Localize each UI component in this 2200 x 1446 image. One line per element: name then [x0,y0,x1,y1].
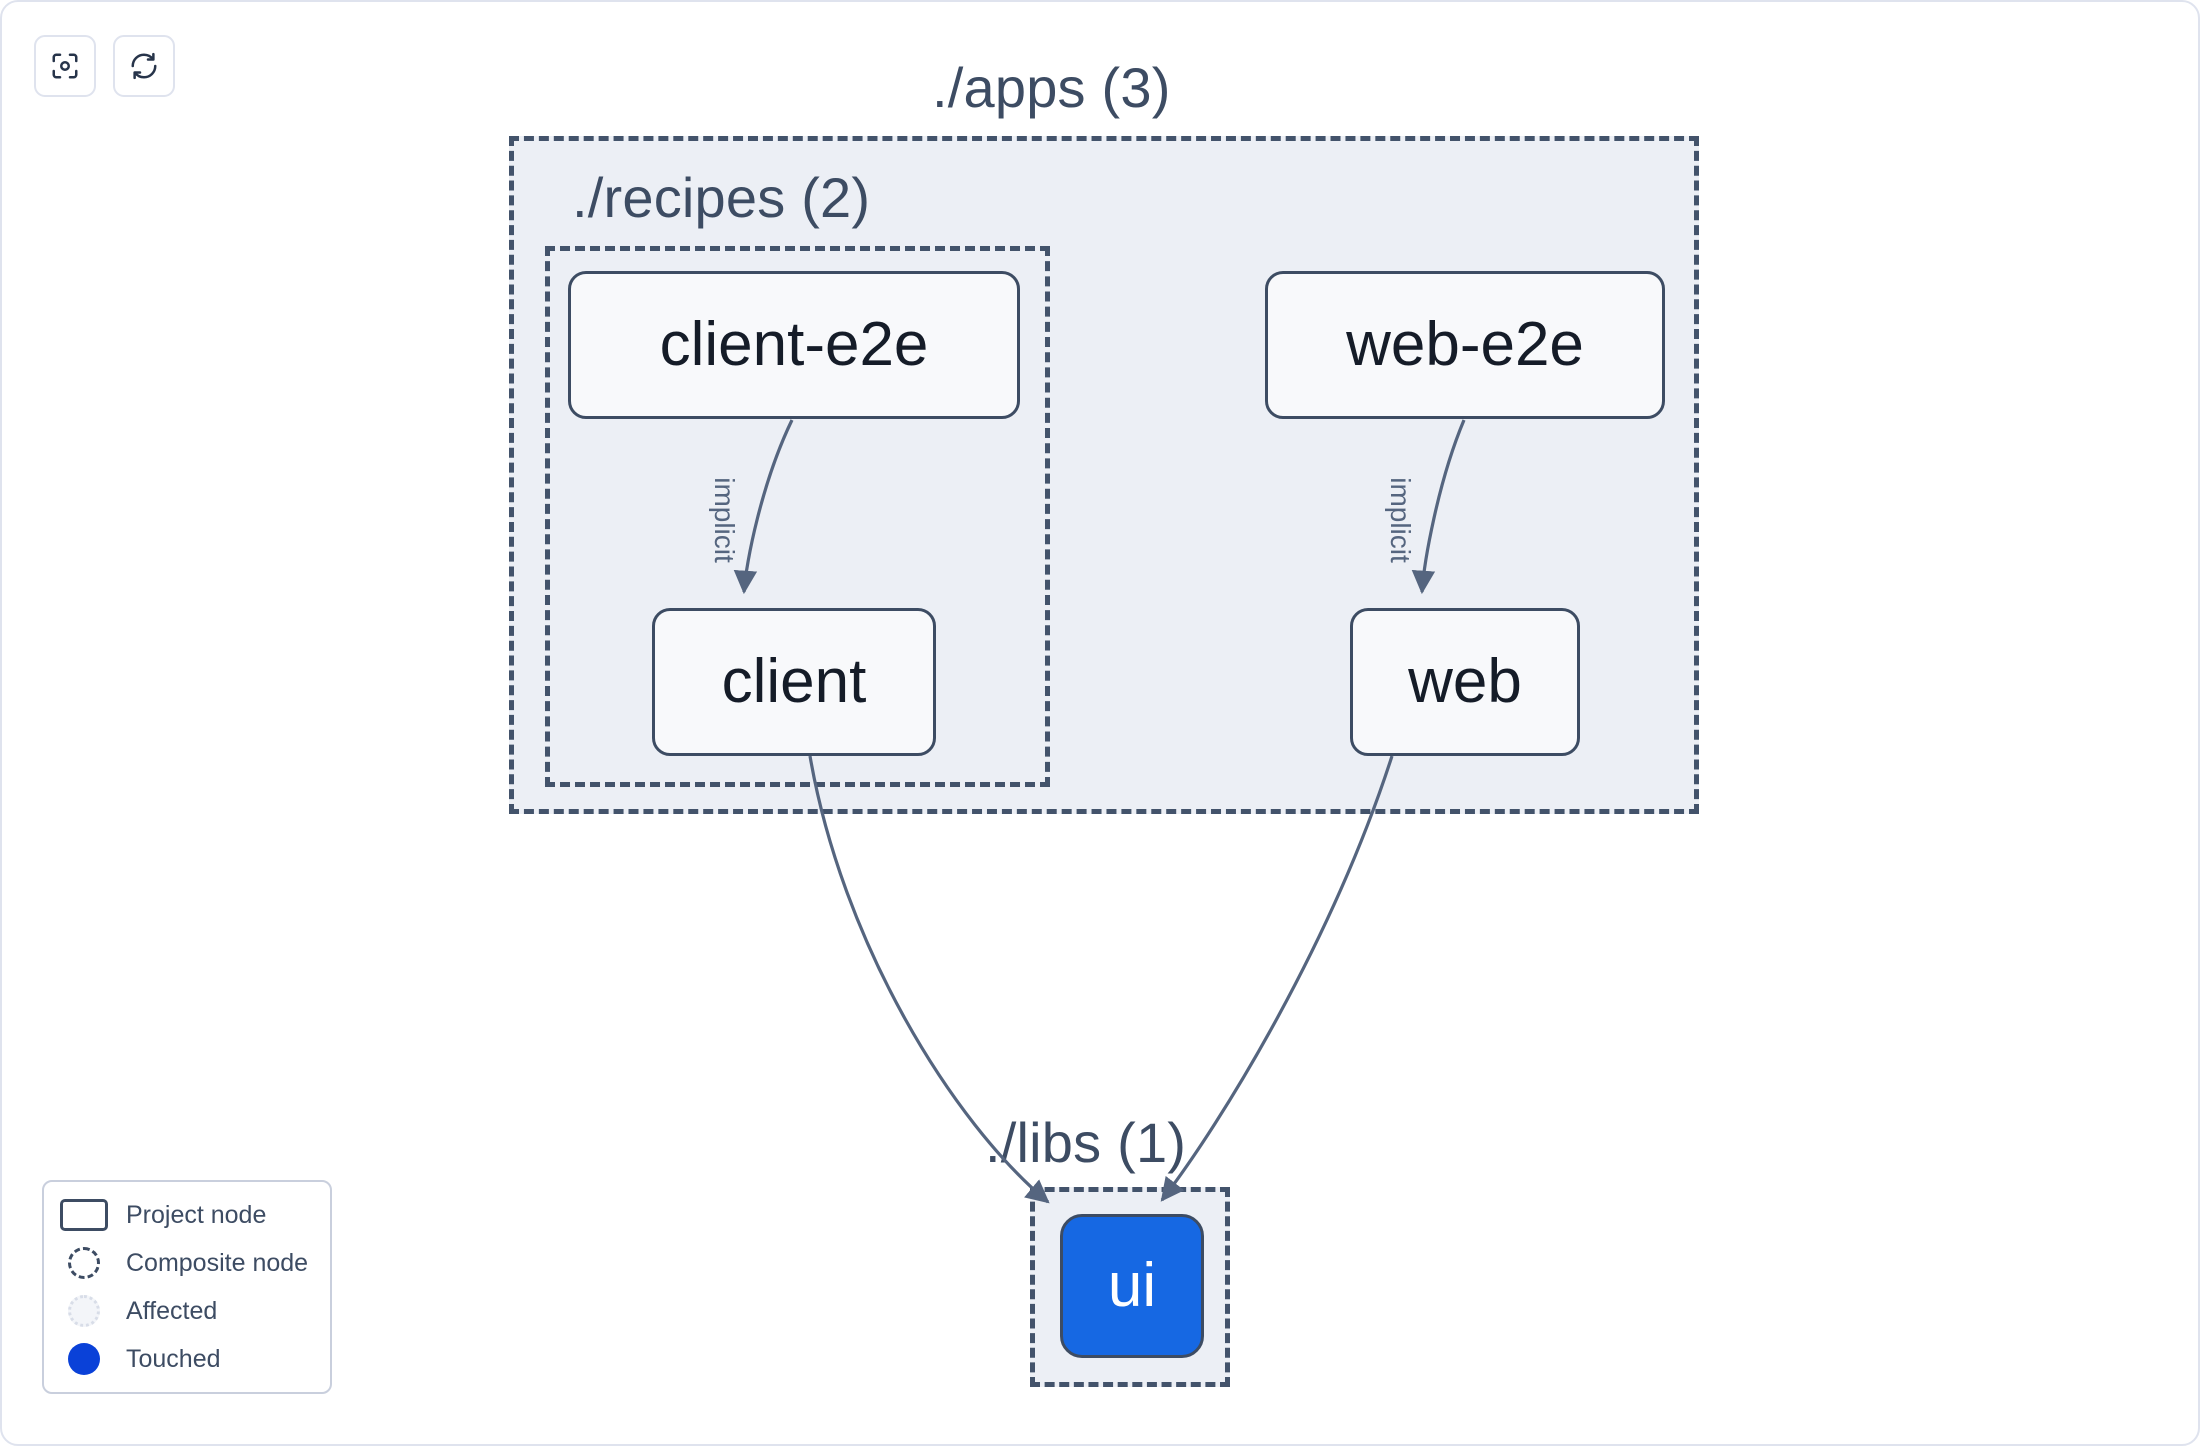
node-label-client-e2e: client-e2e [659,310,929,379]
project-node-swatch-icon [60,1198,108,1232]
refresh-icon [129,51,159,81]
node-label-web: web [1408,647,1522,716]
legend-label-project-node: Project node [126,1200,267,1229]
node-ui[interactable]: ui [1060,1214,1204,1358]
node-label-ui: ui [1107,1251,1157,1320]
composite-node-swatch-icon [60,1246,108,1280]
edge-web-to-ui [1160,755,1394,1202]
refresh-graph-button[interactable] [113,35,175,97]
node-label-client: client [721,647,867,716]
legend-item-affected: Affected [60,1294,308,1328]
legend-label-touched: Touched [126,1344,221,1373]
touched-swatch-icon [60,1342,108,1376]
legend-item-project-node: Project node [60,1198,308,1232]
node-client-e2e[interactable]: client-e2e [568,271,1020,419]
legend-item-touched: Touched [60,1342,308,1376]
affected-swatch-icon [60,1294,108,1328]
focus-scan-icon [50,51,80,81]
group-label-recipes: ./recipes (2) [572,166,871,229]
legend-label-affected: Affected [126,1296,218,1325]
graph-legend: Project node Composite node Affected Tou… [42,1180,333,1394]
group-label-apps: ./apps (3) [932,56,1171,119]
legend-label-composite-node: Composite node [126,1248,309,1277]
legend-item-composite-node: Composite node [60,1246,308,1280]
node-client[interactable]: client [652,608,936,756]
node-label-web-e2e: web-e2e [1346,310,1584,379]
graph-toolbar [34,35,175,97]
group-label-libs: ./libs (1) [985,1111,1187,1174]
focus-graph-button[interactable] [34,35,96,97]
node-web[interactable]: web [1350,608,1580,756]
node-web-e2e[interactable]: web-e2e [1265,271,1665,419]
